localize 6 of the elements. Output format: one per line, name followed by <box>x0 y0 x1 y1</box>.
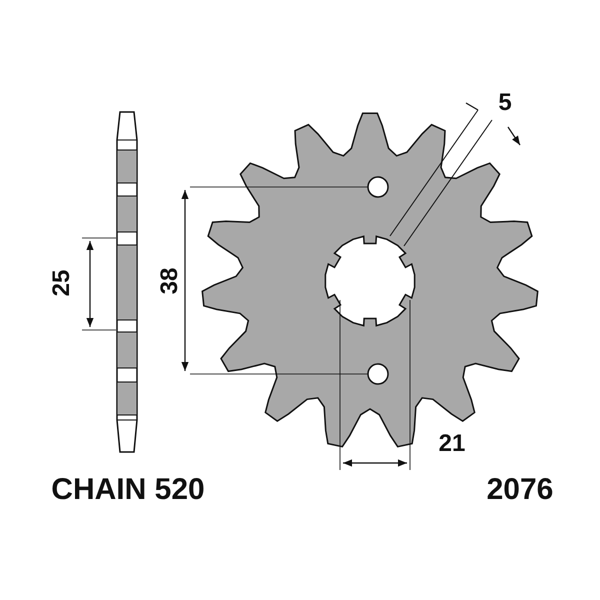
dimension-label: 38 <box>158 268 182 294</box>
dimension-label: 5 <box>498 91 512 115</box>
dimension-label: CHAIN 520 <box>51 475 205 505</box>
dimension-label: 25 <box>50 270 74 296</box>
dimension-label: 21 <box>438 432 466 456</box>
dimension-label: 2076 <box>486 475 554 505</box>
